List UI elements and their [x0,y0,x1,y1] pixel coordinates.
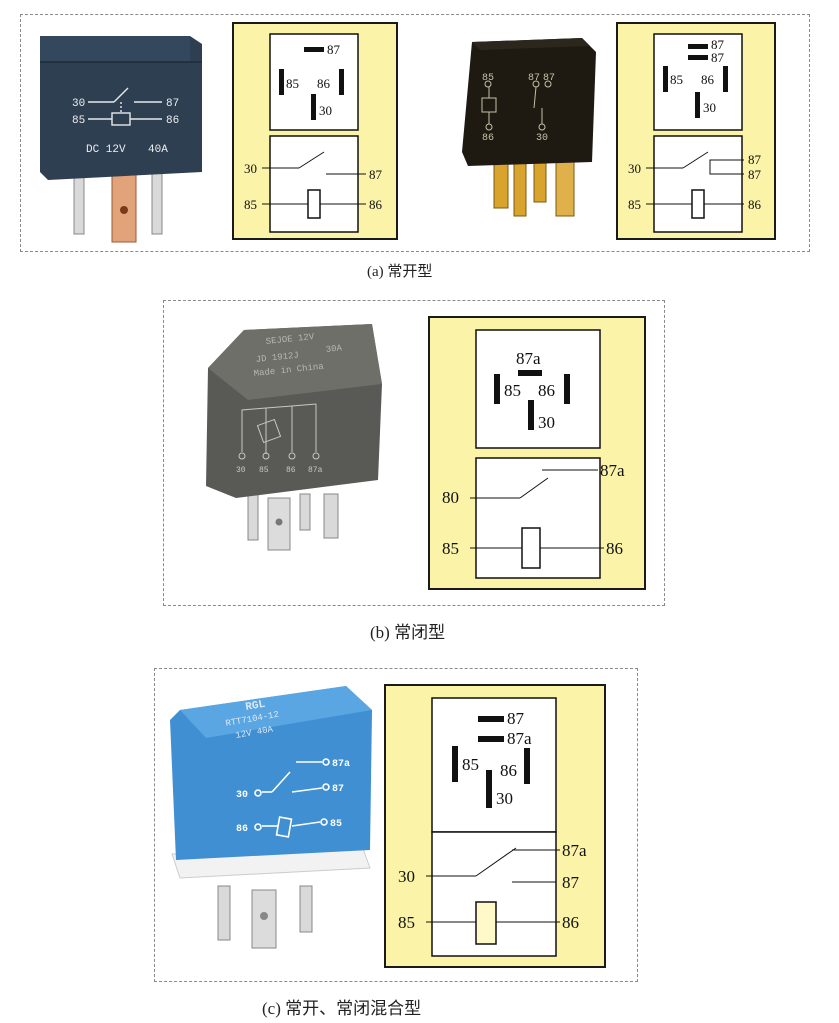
pinout-panel-b: 87a 85 86 30 80 87a 85 86 [428,316,646,590]
pin-label-30: 30 [496,789,513,808]
pin-label-86: 86 [701,72,715,87]
circuit-label-30: 30 [244,161,257,176]
circuit-label-87-1: 87 [748,152,762,167]
relay-photo-c: RGL RTT7104-12 12V 40A 87a 30 87 86 85 [166,680,376,950]
pin-label-85: 85 [286,76,299,91]
circuit-label-87a: 87a [562,841,587,860]
relay-a2-terminal-85: 85 [482,73,494,84]
section-c-frame [154,668,638,982]
relay-a2-terminal-87-2: 87 [543,73,555,84]
circuit-label-85: 85 [244,197,257,212]
pin-label-86: 86 [317,76,331,91]
relay-c-terminal-30: 30 [236,790,248,801]
relay-c-terminal-87a: 87a [332,759,350,770]
circuit-label-86: 86 [369,197,383,212]
circuit-label-86: 86 [606,539,623,558]
circuit-label-87a: 87a [600,461,625,480]
relay-a2-terminal-30: 30 [536,133,548,144]
circuit-label-87: 87 [369,167,383,182]
pin-label-86: 86 [500,761,517,780]
relay-b-terminal-85: 85 [259,466,269,475]
relay-photo-a2: 85 87 87 86 30 [450,36,610,226]
relay-a2-terminal-87-1: 87 [528,73,540,84]
relay-c-terminal-87: 87 [332,784,344,795]
relay-c-brand: RGL [245,699,267,714]
relay-a1-voltage: DC 12V [86,144,126,156]
pin-label-30: 30 [319,103,332,118]
relay-photo-a1: 30 87 85 86 DC 12V 40A [30,22,220,244]
relay-b-line3: JD 1912J [255,351,299,365]
pin-label-87a: 87a [516,349,541,368]
caption-b: (b) 常闭型 [370,623,446,642]
relay-c-terminal-85: 85 [330,819,342,830]
pin-label-87a: 87a [507,729,532,748]
circuit-label-87: 87 [562,873,580,892]
relay-a2-terminal-86: 86 [482,133,494,144]
circuit-label-85: 85 [442,539,459,558]
relay-b-terminal-30: 30 [236,466,246,475]
relay-b-line2: 30A [325,343,343,355]
circuit-label-86: 86 [748,197,762,212]
relay-c-terminal-86: 86 [236,824,248,835]
pin-label-87: 87 [507,709,525,728]
pin-label-85: 85 [504,381,521,400]
relay-a1-current: 40A [148,144,168,156]
circuit-label-30: 30 [628,161,641,176]
relay-a1-terminal-85: 85 [72,115,85,127]
pin-label-86: 86 [538,381,555,400]
pin-label-87: 87 [327,42,341,57]
pin-label-87-2: 87 [711,50,725,65]
relay-photo-b: SEJOE 12V 30A JD 1912J Made in China 30 … [196,322,396,552]
circuit-label-30: 30 [398,867,415,886]
pin-label-30: 30 [703,100,716,115]
pin-label-85: 85 [462,755,479,774]
pinout-panel-a1: 87 85 86 30 30 87 85 86 [232,22,398,240]
relay-a1-terminal-30: 30 [72,98,85,110]
pin-label-30: 30 [538,413,555,432]
caption-c: (c) 常开、常闭混合型 [262,999,422,1018]
circuit-label-87-2: 87 [748,167,762,182]
pinout-panel-a2: 87 87 85 86 30 30 87 87 85 86 [616,22,776,240]
pin-label-87-1: 87 [711,37,725,52]
pinout-panel-c: 87 87a 85 86 30 87a 30 87 85 86 [384,684,606,968]
section-a-frame [20,14,810,252]
relay-a1-terminal-87: 87 [166,98,179,110]
caption-a: (a) 常开型 [367,264,433,280]
circuit-label-85: 85 [628,197,641,212]
circuit-label-80: 80 [442,488,459,507]
pin-label-85: 85 [670,72,683,87]
section-b-frame [163,300,665,606]
relay-b-terminal-87a: 87a [308,466,323,475]
relay-a1-terminal-86: 86 [166,115,179,127]
circuit-label-86: 86 [562,913,579,932]
circuit-label-85: 85 [398,913,415,932]
relay-b-terminal-86: 86 [286,466,296,475]
